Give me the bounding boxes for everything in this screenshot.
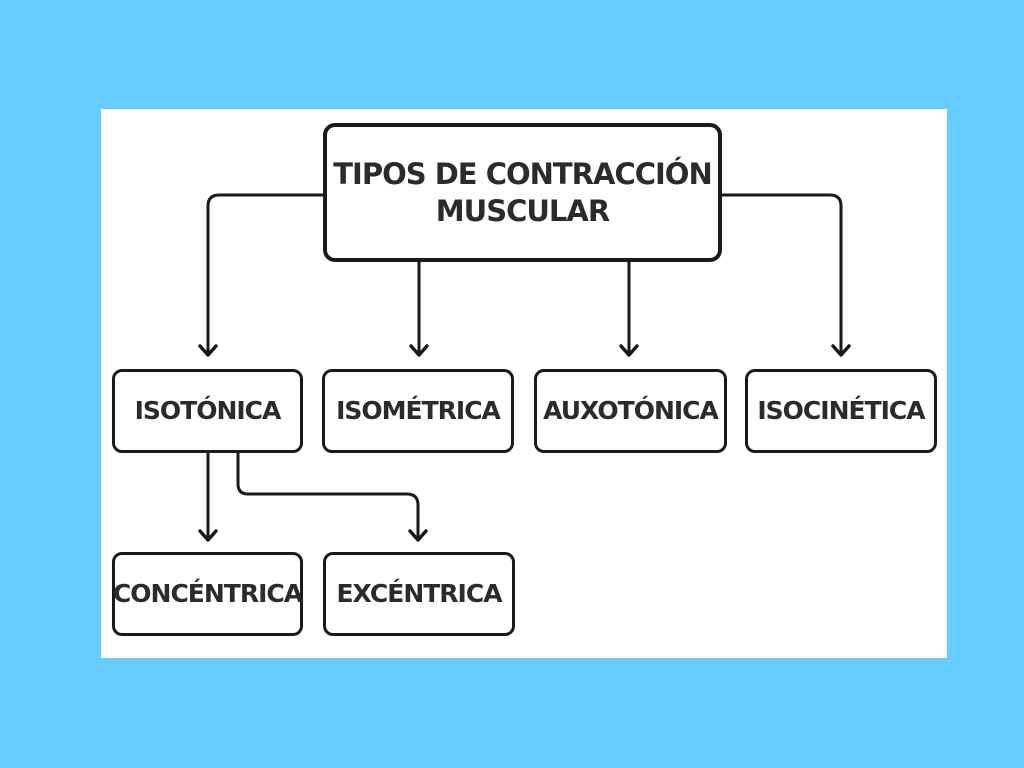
connector-isotonica-excentrica (236, 451, 420, 539)
arrowhead-isometrica (409, 344, 429, 357)
root-title-line1: TIPOS DE CONTRACCIÓN (333, 157, 712, 192)
connector-lines (198, 193, 851, 542)
node-excentrica: EXCÉNTRICA (323, 552, 515, 636)
arrowhead-auxotonica (619, 344, 639, 357)
node-concentrica: CONCÉNTRICA (112, 552, 303, 636)
root-title-line2: MUSCULAR (435, 193, 610, 228)
connector-root-isocinetica (720, 193, 843, 354)
node-isotonica: ISOTÓNICA (112, 369, 303, 453)
arrowhead-isotonica (198, 344, 218, 357)
node-isometrica: ISOMÉTRICA (322, 369, 514, 453)
arrowhead-concentrica (198, 529, 218, 542)
node-auxotonica: AUXOTÓNICA (534, 369, 727, 453)
diagram-panel: TIPOS DE CONTRACCIÓN MUSCULAR ISOTÓNICA … (101, 109, 947, 658)
connector-root-isotonica (206, 193, 325, 354)
node-isocinetica: ISOCINÉTICA (745, 369, 937, 453)
arrowhead-isocinetica (831, 344, 851, 357)
arrowhead-excentrica (408, 529, 428, 542)
root-node-tipos-de-contraccion: TIPOS DE CONTRACCIÓN MUSCULAR (323, 123, 722, 262)
